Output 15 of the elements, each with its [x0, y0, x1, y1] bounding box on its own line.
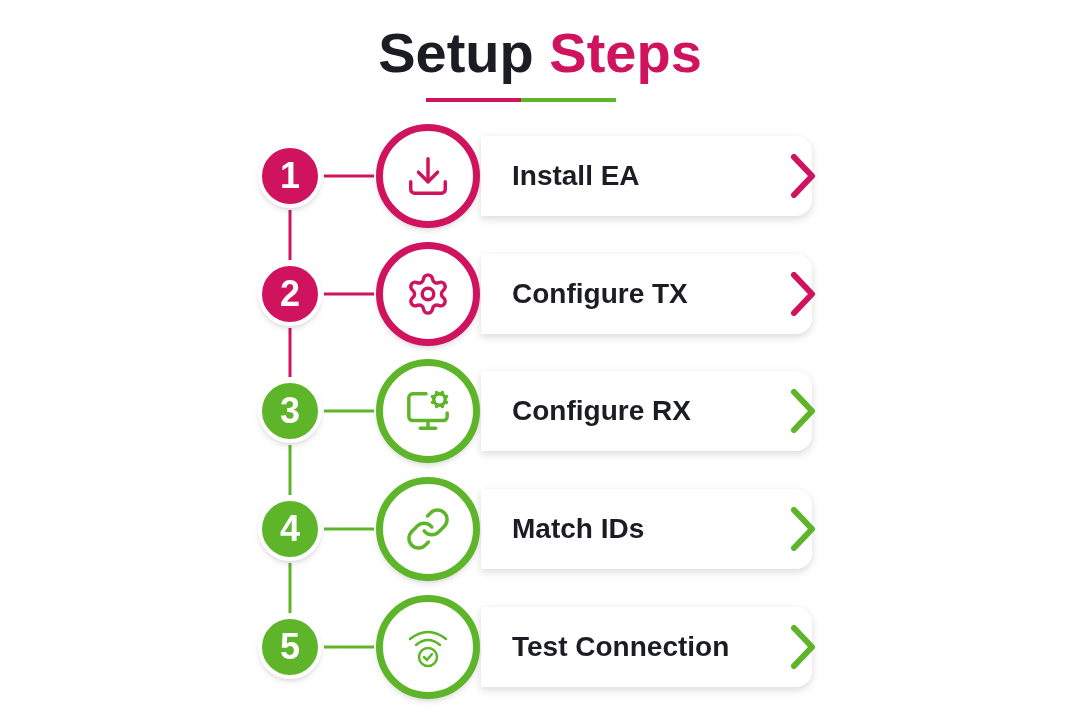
step-label: Configure TX: [512, 277, 688, 311]
connector-line: [288, 563, 292, 613]
connector-line: [288, 328, 292, 377]
connector-line: [324, 174, 374, 178]
step-label: Configure RX: [512, 394, 691, 428]
step-label: Install EA: [512, 159, 640, 193]
connector-line: [324, 409, 374, 413]
step-label: Match IDs: [512, 512, 645, 546]
connector-line: [288, 210, 292, 260]
connector-line: [324, 645, 374, 649]
step-label: Test Connection: [512, 630, 730, 664]
connector-line: [324, 292, 374, 296]
connector-line: [288, 445, 292, 495]
connector-line: [324, 527, 374, 531]
title: Setup Steps: [377, 20, 703, 86]
